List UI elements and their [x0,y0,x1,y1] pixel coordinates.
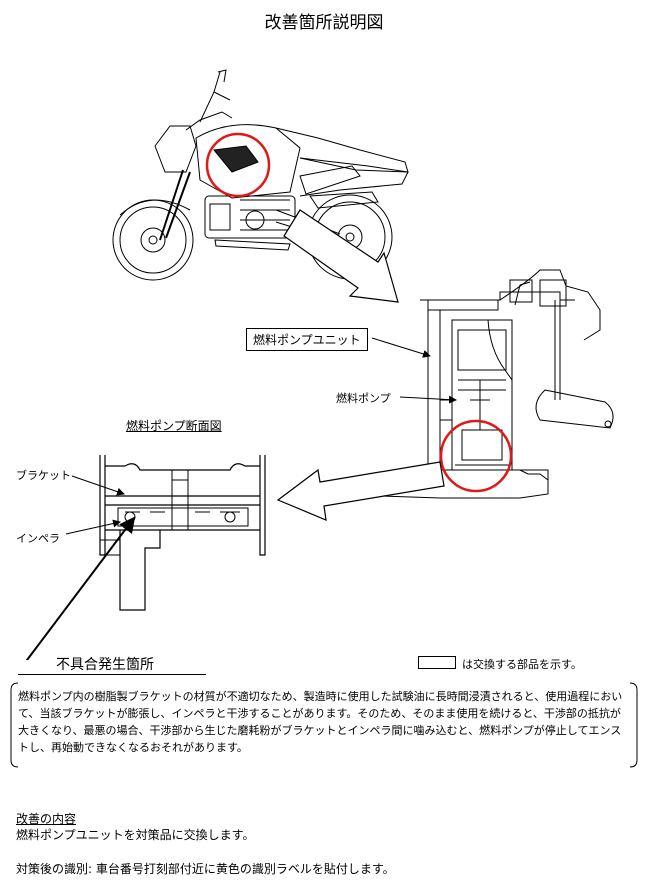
diagram-drawing [25,69,614,660]
pump-pointer [399,395,457,404]
impeller-label: インペラ [16,532,60,545]
defect-arrow [25,516,136,660]
description-text: 燃料ポンプ内の樹脂製ブラケットの材質が不適切なため、製造時に使用した試験油に長時… [18,690,623,754]
page-title: 改善箇所説明図 [264,13,384,33]
legend-swatch [418,656,456,669]
improvement-text: 燃料ポンプユニットを対策品に交換します。 [16,828,255,842]
identification-text: 対策後の識別: 車台番号打刻部付近に黄色の識別ラベルを貼付します。 [16,862,395,876]
float [535,389,614,429]
fuel-pump-unit-illustration [375,269,614,499]
arrow-to-pump-unit [283,209,399,303]
defect-location-label: 不具合発生箇所 [56,657,154,673]
front-wheel [112,199,194,281]
impeller-pointer [65,519,121,535]
improvement-heading: 改善の内容 [16,812,77,826]
motorcycle-illustration [112,69,409,281]
bracket-pointer [71,475,125,496]
arrow-to-cross-section [276,461,445,521]
fuel-pump-label: 燃料ポンプ [336,392,391,405]
description-frame [10,682,638,768]
pump-unit-pointer [371,337,431,358]
bracket-label: ブラケット [16,469,71,482]
fuel-tank [195,124,301,199]
cross-section-illustration [99,455,266,611]
fuel-pump-unit-label: 燃料ポンプユニット [246,328,368,351]
tank-highlight-circle [205,132,271,198]
defect-label-underline [18,674,206,675]
legend-text: は交換する部品を示す。 [462,658,582,671]
pump-highlight-circle [439,419,513,493]
cross-section-heading: 燃料ポンプ断面図 [126,419,222,433]
